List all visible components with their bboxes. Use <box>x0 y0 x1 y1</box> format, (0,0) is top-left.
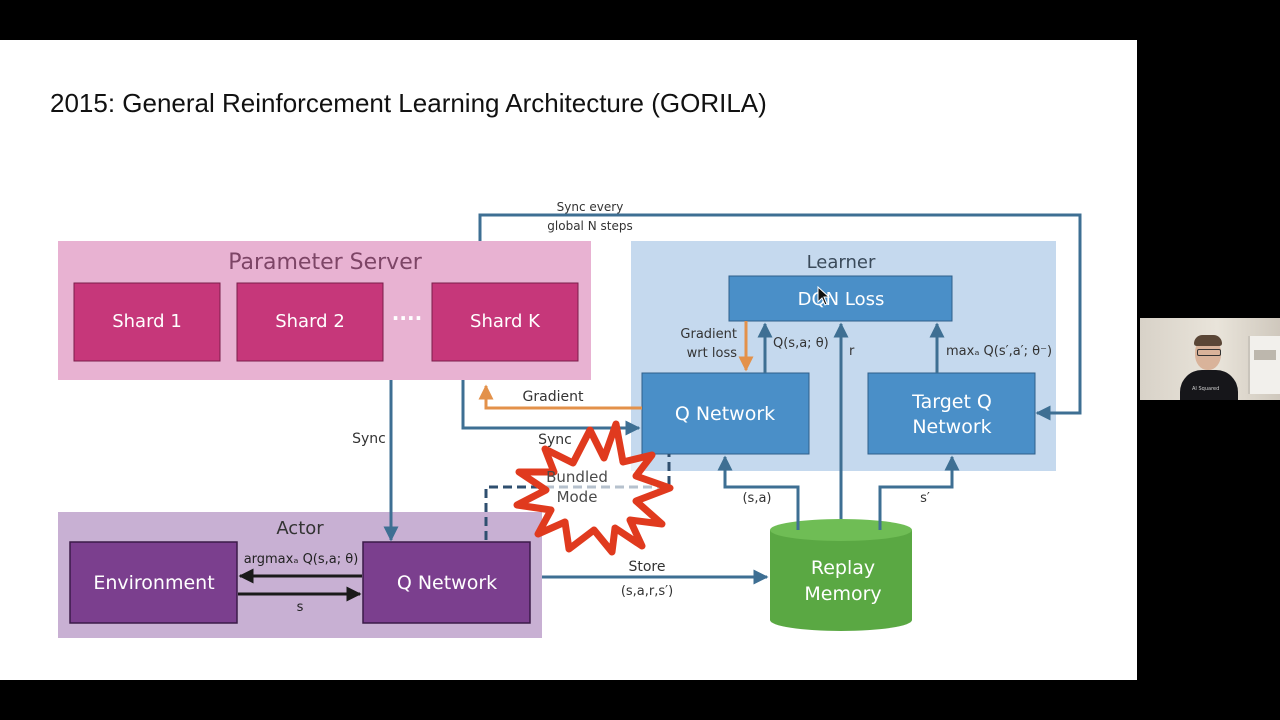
sync-actor-label: Sync <box>352 431 386 447</box>
learner-q-network-label: Q Network <box>675 403 775 425</box>
shard-1-label: Shard 1 <box>112 311 182 332</box>
webcam-shelf <box>1248 336 1280 394</box>
reward-label: r <box>849 344 855 359</box>
gradient-label: Gradient <box>523 389 584 405</box>
actor-q-network-box <box>362 541 531 624</box>
webcam-person-body <box>1180 370 1238 400</box>
s-prime-label: s′ <box>920 491 930 506</box>
webcam-feed: AI Squared <box>1140 318 1280 400</box>
environment-box <box>69 541 238 624</box>
s-prime-arrow <box>878 455 960 530</box>
mouse-cursor-icon <box>817 285 831 306</box>
parameter-server-title: Parameter Server <box>228 250 423 275</box>
store-label-1: Store <box>628 559 665 575</box>
shard-1-box <box>73 282 221 362</box>
sync-every-label-1: Sync every <box>557 200 624 214</box>
dqn-loss-label: DQN Loss <box>798 289 885 310</box>
actor-title: Actor <box>276 518 324 539</box>
q-value-label: Q(s,a; θ) <box>773 336 829 351</box>
sa-label: (s,a) <box>742 491 771 506</box>
store-label-2: (s,a,r,s′) <box>621 584 673 599</box>
argmax-label: argmaxₐ Q(s,a; θ) <box>244 552 359 567</box>
webcam-glasses <box>1197 349 1221 356</box>
target-max-label: maxₐ Q(s′,a′; θ⁻) <box>946 344 1052 359</box>
bundled-mode-starburst <box>513 420 674 556</box>
sync-learner-arrow <box>461 380 641 436</box>
target-q-network-label-1: Target Q <box>911 391 992 413</box>
slide-title: 2015: General Reinforcement Learning Arc… <box>50 88 767 118</box>
actor-q-network-label: Q Network <box>397 572 497 594</box>
gradient-wrt-loss-label-2: wrt loss <box>687 346 738 361</box>
webcam-shirt-text: AI Squared <box>1192 386 1220 392</box>
learner-title: Learner <box>807 252 876 273</box>
target-q-network-box <box>867 372 1036 455</box>
sync-learner-label: Sync <box>538 432 572 448</box>
bundled-mode-label-2: Mode <box>557 488 598 506</box>
gradient-arrow <box>478 384 642 410</box>
bundled-mode-label-1: Bundled <box>546 468 608 486</box>
webcam-person-hair <box>1194 335 1222 346</box>
slide: 2015: General Reinforcement Learning Arc… <box>0 40 1137 680</box>
shard-2-box <box>236 282 384 362</box>
replay-memory-cylinder <box>770 519 912 631</box>
replay-memory-label-1: Replay <box>811 557 875 579</box>
state-label: s <box>297 600 304 615</box>
shard-k-box <box>431 282 579 362</box>
sync-every-label-2: global N steps <box>547 219 632 233</box>
gorila-diagram: Parameter Server Shard 1 Shard 2 ···· Sh… <box>58 200 1082 638</box>
sync-every-arrow <box>478 213 1082 421</box>
gradient-wrt-loss-label-1: Gradient <box>680 327 737 342</box>
replay-memory-label-2: Memory <box>804 583 881 605</box>
learner-q-network-box <box>641 372 810 455</box>
dqn-loss-box <box>728 275 953 322</box>
shard-2-label: Shard 2 <box>275 311 345 332</box>
shard-k-label: Shard K <box>470 311 541 332</box>
sa-arrow <box>717 455 800 530</box>
environment-label: Environment <box>93 572 214 594</box>
target-q-network-label-2: Network <box>912 416 991 438</box>
shard-ellipsis: ···· <box>392 306 422 330</box>
